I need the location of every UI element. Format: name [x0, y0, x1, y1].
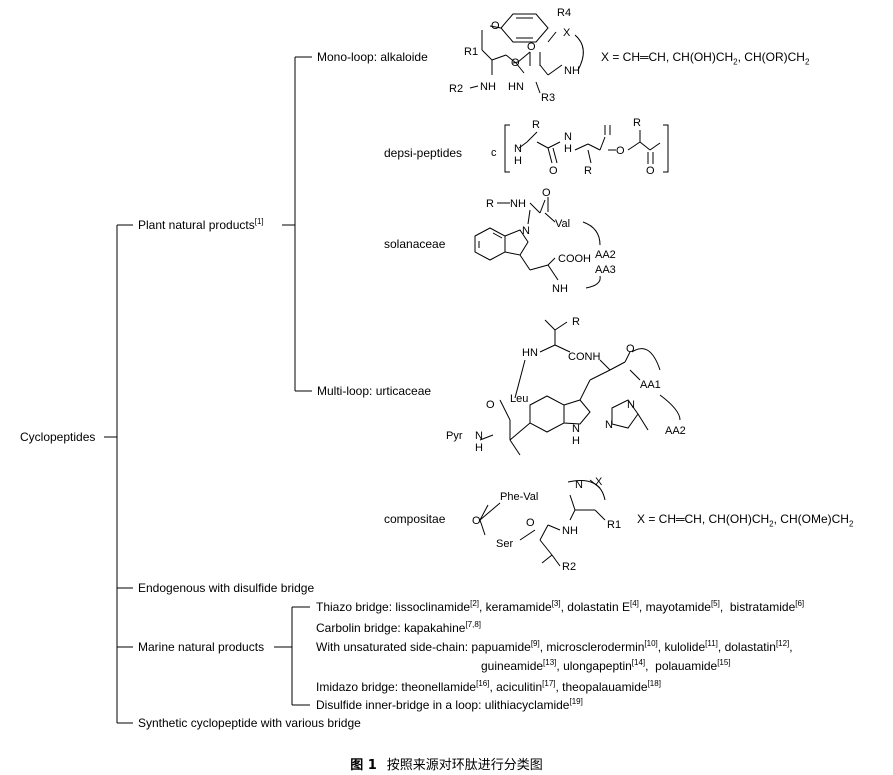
svg-text:HN: HN [508, 81, 524, 93]
svg-text:NH: NH [510, 198, 526, 210]
solanaceae-label: solanaceae [384, 237, 446, 251]
svg-text:R2: R2 [562, 561, 576, 573]
svg-text:NH: NH [562, 525, 578, 537]
solanaceae-structure [474, 197, 601, 289]
depsi-peptide-structure [504, 124, 669, 173]
svg-text:Pyr: Pyr [446, 430, 463, 442]
svg-text:H: H [572, 435, 580, 447]
compositae-label: compositae [384, 512, 446, 526]
svg-text:R: R [572, 316, 580, 328]
svg-text:NH: NH [552, 283, 568, 295]
svg-text:O: O [549, 165, 558, 177]
svg-text:AA3: AA3 [595, 264, 616, 276]
multi-loop-label: Multi-loop: urticaceae [317, 384, 432, 398]
svg-text:R3: R3 [541, 92, 555, 104]
svg-text:O: O [527, 41, 536, 53]
mono-loop-formula: X = CH═CH, CH(OH)CH2, CH(OR)CH2 [601, 50, 810, 67]
svg-text:AA2: AA2 [665, 425, 686, 437]
compositae-structure [479, 479, 606, 567]
svg-text:O: O [542, 187, 551, 199]
svg-text:COOH: COOH [558, 253, 591, 265]
svg-text:R1: R1 [464, 46, 478, 58]
svg-text:HN: HN [522, 347, 538, 359]
svg-text:AA1: AA1 [640, 379, 661, 391]
svg-text:N: N [475, 430, 483, 442]
svg-text:Leu: Leu [510, 393, 528, 405]
svg-text:N: N [514, 143, 522, 155]
thiazo-bridge-line: Thiazo bridge: lissoclinamide[2], kerama… [316, 599, 805, 615]
svg-text:H: H [514, 155, 522, 167]
svg-text:Ser: Ser [496, 538, 513, 550]
svg-text:R: R [486, 198, 494, 210]
synthetic-label: Synthetic cyclopeptide with various brid… [138, 716, 361, 730]
svg-text:N: N [575, 479, 583, 491]
marine-natural-products: Marine natural products [138, 640, 265, 654]
svg-text:CONH: CONH [568, 351, 600, 363]
svg-text:N: N [572, 423, 580, 435]
root-label: Cyclopeptides [20, 430, 96, 444]
svg-text:O: O [491, 20, 500, 32]
mono-loop-label: Mono-loop: alkaloide [317, 50, 428, 64]
svg-text:NH: NH [480, 81, 496, 93]
svg-text:X: X [563, 27, 571, 39]
svg-text:O: O [626, 343, 635, 355]
multi-loop-structure [479, 319, 681, 456]
carbolin-bridge-line: Carbolin bridge: kapakahine[7,8] [316, 620, 482, 636]
svg-text:O: O [486, 399, 495, 411]
svg-text:R4: R4 [557, 7, 571, 19]
svg-text:N: N [564, 131, 572, 143]
svg-text:R1: R1 [607, 519, 621, 531]
svg-text:N: N [627, 399, 635, 411]
svg-text:NH: NH [564, 65, 580, 77]
unsaturated-side-chain-line-2: guineamide[13], ulongapeptin[14], polaua… [481, 658, 731, 674]
svg-text:AA2: AA2 [595, 249, 616, 261]
svg-text:c: c [491, 147, 497, 159]
svg-text:Val: Val [555, 218, 570, 230]
compositae-formula: X = CH═CH, CH(OH)CH2, CH(OMe)CH2 [637, 512, 854, 529]
svg-text:H: H [475, 442, 483, 454]
svg-text:O: O [526, 517, 535, 529]
svg-text:R: R [584, 165, 592, 177]
mono-loop-structure [469, 13, 584, 94]
endogenous-label: Endogenous with disulfide bridge [138, 581, 315, 595]
svg-text:O: O [511, 57, 520, 69]
svg-text:R2: R2 [449, 83, 463, 95]
depsi-label: depsi-peptides [384, 146, 463, 160]
disulfide-inner-bridge-line: Disulfide inner-bridge in a loop: ulithi… [316, 697, 583, 713]
svg-text:R: R [532, 119, 540, 131]
svg-text:Phe-Val: Phe-Val [500, 491, 538, 503]
svg-text:O: O [646, 165, 655, 177]
svg-text:N: N [605, 419, 613, 431]
svg-text:O: O [616, 145, 625, 157]
svg-text:H: H [564, 143, 572, 155]
svg-text:X: X [595, 476, 603, 488]
svg-text:O: O [472, 515, 481, 527]
svg-text:R: R [633, 117, 641, 129]
svg-text:N: N [522, 225, 530, 237]
imidazo-bridge-line: Imidazo bridge: theonellamide[16], acicu… [316, 679, 661, 695]
plant-natural-products: Plant natural products[1] [138, 217, 264, 233]
unsaturated-side-chain-line: With unsaturated side-chain: papuamide[9… [316, 639, 793, 655]
